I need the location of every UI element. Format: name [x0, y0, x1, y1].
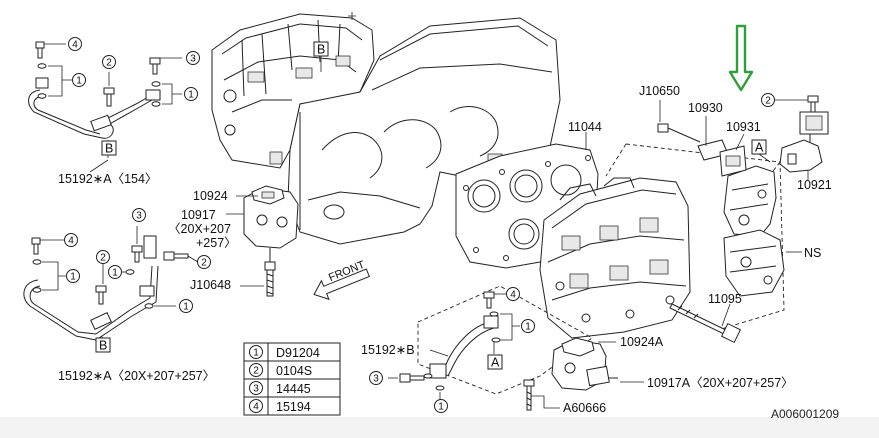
- svg-text:B: B: [317, 43, 325, 57]
- part-label-10917-variant-line2: +257〉: [196, 236, 237, 250]
- svg-text:1: 1: [112, 268, 118, 279]
- bolt-icon: [149, 57, 161, 75]
- part-label-10924: 10924: [193, 189, 228, 203]
- part-label-10924a: 10924A: [620, 335, 664, 349]
- callout-1-upper-right: 1: [184, 87, 198, 101]
- part-label-15192a-154: 15192∗A〈154〉: [58, 172, 157, 186]
- cam-housing-right: [723, 165, 802, 297]
- callout-3-lower: 3: [132, 208, 146, 222]
- part-label-10917a: 10917A〈20X+207+257〉: [647, 376, 794, 390]
- indicator-arrow-icon: [728, 24, 754, 92]
- callout-4-lower: 4: [64, 233, 78, 247]
- svg-text:A: A: [755, 141, 764, 155]
- sensor-bracket-10917a: [523, 337, 644, 411]
- svg-text:A: A: [491, 356, 500, 370]
- bolt-j10650: [657, 100, 701, 143]
- part-label-10917: 10917: [181, 208, 216, 222]
- pipe-assembly-lower-left: [23, 226, 199, 341]
- callout-4-bottom: 4: [506, 287, 520, 301]
- callout-3-bottom: 3: [369, 371, 383, 385]
- legend-row: 4 15194: [249, 399, 311, 414]
- svg-text:4: 4: [72, 40, 78, 51]
- callout-1-upper-left: 1: [72, 73, 86, 87]
- callout-1-lower-bottom: 1: [179, 299, 193, 313]
- front-direction-arrow: FRONT: [313, 259, 370, 301]
- part-label-j10650: J10650: [639, 84, 680, 98]
- callout-1-bottom-right: 1: [521, 319, 535, 333]
- legend-row: 2 0104S: [249, 363, 312, 378]
- part-label-15192a-multi: 15192∗A〈20X+207+257〉: [58, 369, 215, 383]
- part-label-15192b: 15192∗B: [361, 343, 415, 357]
- part-label-11044: 11044: [568, 120, 602, 134]
- ref-box-b-upper: B: [101, 140, 117, 156]
- oil-control-valve-10921: [775, 95, 829, 180]
- svg-text:D91204: D91204: [276, 346, 320, 360]
- part-label-10921: 10921: [797, 178, 832, 192]
- svg-text:4: 4: [68, 236, 74, 247]
- callout-1-bottom: 1: [434, 399, 448, 413]
- part-label-10917-variant-line1: 〈20X+207: [168, 222, 231, 236]
- sensor-bracket-10917: [226, 185, 299, 297]
- callout-3-upper: 3: [186, 51, 200, 65]
- part-label-ns: NS: [804, 246, 821, 260]
- svg-text:2: 2: [106, 58, 112, 69]
- callout-2-upper: 2: [102, 55, 116, 69]
- ref-box-b-block: B: [313, 41, 329, 57]
- svg-text:3: 3: [253, 384, 259, 395]
- callout-2-lower-right: 2: [197, 255, 211, 269]
- svg-text:14445: 14445: [276, 382, 311, 396]
- svg-text:1: 1: [438, 402, 444, 413]
- svg-text:3: 3: [373, 374, 379, 385]
- part-label-10930: 10930: [688, 101, 723, 115]
- svg-text:4: 4: [510, 290, 516, 301]
- svg-text:B: B: [99, 339, 107, 353]
- legend-table: 1 D91204 2 0104S 3 14445 4 15194: [243, 342, 341, 416]
- svg-text:2: 2: [100, 253, 106, 264]
- head-bolt-11095: [669, 303, 742, 344]
- ref-box-b-lower: B: [95, 337, 111, 353]
- svg-text:4: 4: [253, 402, 259, 413]
- svg-text:B: B: [105, 142, 113, 156]
- svg-text:3: 3: [190, 54, 196, 65]
- svg-text:1: 1: [253, 348, 259, 359]
- svg-text:2: 2: [201, 258, 207, 269]
- callout-1-lower-left: 1: [66, 269, 80, 283]
- part-label-10931: 10931: [726, 120, 761, 134]
- callout-4-upper: 4: [68, 37, 82, 51]
- svg-text:1: 1: [70, 272, 76, 283]
- cover-plate-10930: [697, 139, 747, 177]
- bolt-icon: [35, 41, 45, 59]
- part-label-a60666: A60666: [563, 401, 606, 415]
- svg-text:1: 1: [183, 302, 189, 313]
- ref-box-a-bottom: A: [487, 354, 503, 370]
- bolt-icon: [103, 87, 115, 107]
- callout-1-lower-mid: 1: [108, 265, 122, 279]
- part-label-11095: 11095: [708, 292, 742, 306]
- cylinder-head: [539, 177, 691, 339]
- svg-text:2: 2: [765, 96, 771, 107]
- svg-text:0104S: 0104S: [276, 364, 312, 378]
- svg-text:1: 1: [525, 322, 531, 333]
- pipe-assembly-15192b: [388, 291, 520, 400]
- legend-row: 1 D91204: [249, 345, 320, 360]
- engine-block-left: [211, 12, 561, 245]
- ref-box-a-right: A: [751, 139, 767, 155]
- footer-bar: [0, 417, 879, 438]
- callout-2-right: 2: [761, 93, 775, 107]
- svg-text:2: 2: [253, 366, 259, 377]
- callout-2-lower: 2: [96, 250, 110, 264]
- part-label-j10648: J10648: [190, 278, 231, 292]
- svg-text:3: 3: [136, 211, 142, 222]
- svg-text:1: 1: [76, 76, 82, 87]
- svg-text:1: 1: [188, 90, 194, 101]
- svg-text:15194: 15194: [276, 400, 311, 414]
- legend-row: 3 14445: [249, 381, 311, 396]
